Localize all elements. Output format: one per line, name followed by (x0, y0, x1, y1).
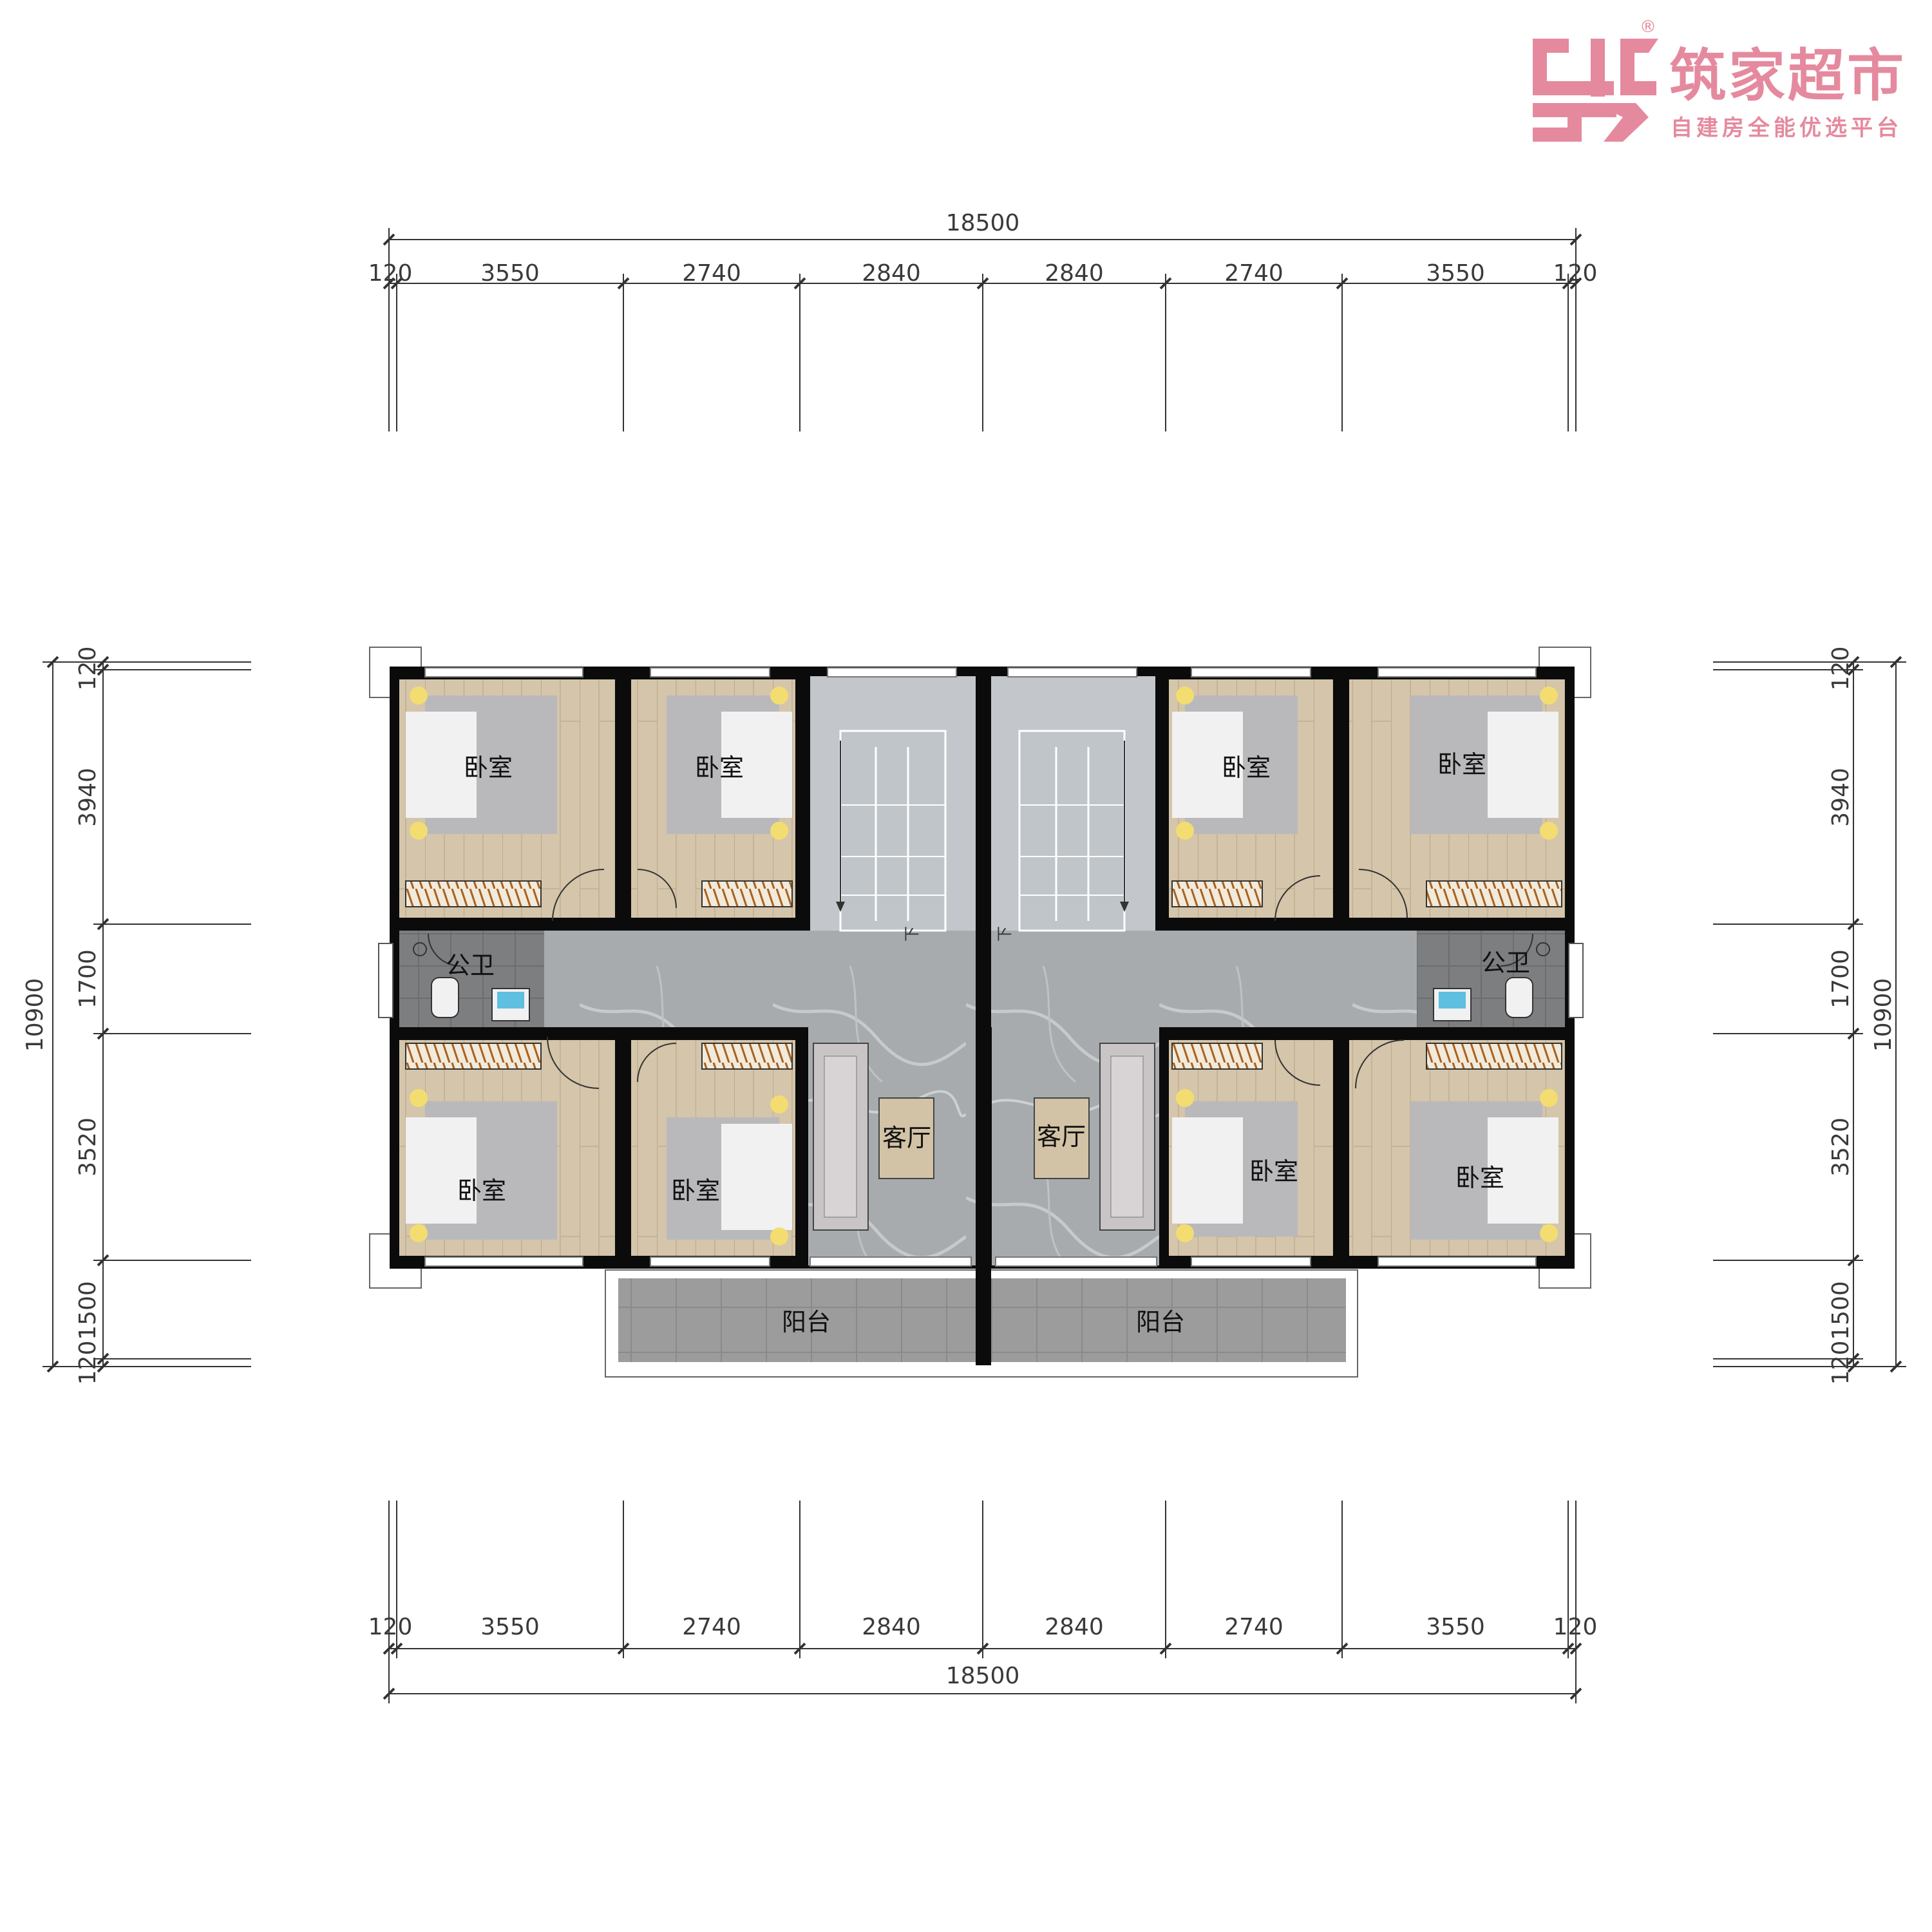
top-dim-segment: 2840 (1045, 260, 1104, 287)
right-dim-segment: 1500 (1828, 1281, 1854, 1340)
bathroom-west (378, 931, 544, 1027)
sofa-icon (813, 1043, 869, 1231)
bed-icon (667, 1095, 792, 1245)
top-dim-segment: 2840 (862, 260, 921, 287)
windows (424, 667, 1537, 1267)
room-label-bedroom: 卧室 (1249, 1157, 1298, 1186)
room-label-bedroom: 卧室 (695, 753, 744, 782)
left-dimension-chain (43, 656, 251, 1373)
bottom-dim-segment: 120 (368, 1614, 413, 1640)
left-dim-segment: 1700 (75, 949, 101, 1009)
brand-slogan: 自建房全能优选平台 (1671, 115, 1902, 141)
room-label-bedroom: 卧室 (1437, 750, 1486, 779)
brand-logo: ® 筑家超市 自建房全能优选平台 (1533, 17, 1906, 142)
coffee-table-icon (1034, 1097, 1090, 1179)
toilet-icon (431, 977, 459, 1018)
bed-icon (406, 687, 557, 840)
bed-icon (1410, 1089, 1558, 1242)
room-label-bedroom: 卧室 (1222, 753, 1271, 782)
right-dim-segment: 3520 (1828, 1117, 1854, 1177)
staircase-east (989, 676, 1155, 932)
room-label-balcony: 阳台 (782, 1308, 831, 1336)
bed-icon (1410, 687, 1558, 840)
doors (428, 869, 1533, 1089)
wardrobes (405, 880, 1562, 1070)
top-dim-segment: 2740 (682, 260, 741, 287)
bottom-dim-segment: 3550 (480, 1614, 540, 1640)
room-label-bathroom: 公卫 (1481, 949, 1530, 977)
left-total-dimension: 10900 (22, 978, 48, 1052)
room-label-bathroom: 公卫 (446, 951, 495, 980)
left-dim-segment: 120 (75, 1341, 101, 1385)
bed-icon (1172, 687, 1298, 840)
bottom-dim-segment: 2740 (1224, 1614, 1283, 1640)
stair-down-mark-west: 下 (903, 926, 921, 942)
room-label-bedroom: 卧室 (671, 1177, 720, 1205)
bed-icon (667, 687, 792, 840)
brand-mark-icon (1533, 39, 1658, 142)
top-dimension-chain (383, 228, 1582, 431)
party-wall (976, 667, 991, 1272)
floor-drain-icon (1536, 942, 1550, 956)
room-label-balcony: 阳台 (1136, 1308, 1185, 1336)
bottom-total-dimension: 18500 (946, 1663, 1020, 1689)
right-dim-segment: 120 (1828, 1341, 1854, 1385)
top-dim-segment: 3550 (480, 260, 540, 287)
brand-name: 筑家超市 (1669, 43, 1906, 109)
bottom-dim-segment: 2840 (1045, 1614, 1104, 1640)
left-dim-segment: 1500 (75, 1281, 101, 1340)
stair-down-mark-east: 下 (996, 926, 1014, 942)
party-wall-balcony (976, 1272, 991, 1365)
left-dim-segment: 3520 (75, 1117, 101, 1177)
top-dim-segment: 3550 (1426, 260, 1485, 287)
right-dimension-chain (1713, 656, 1906, 1373)
coffee-table-icon (878, 1097, 934, 1179)
bottom-dim-segment: 3550 (1426, 1614, 1485, 1640)
room-label-bedroom: 卧室 (464, 753, 513, 782)
bottom-dim-segment: 120 (1553, 1614, 1598, 1640)
staircase-west (810, 676, 976, 932)
bed-icon (406, 1089, 557, 1242)
right-dim-segment: 3940 (1828, 768, 1854, 827)
bathroom-east (1417, 931, 1584, 1027)
right-total-dimension: 10900 (1870, 978, 1897, 1052)
right-dim-segment: 120 (1828, 647, 1854, 691)
top-total-dimension: 18500 (946, 210, 1020, 236)
sofa-icon (1099, 1043, 1155, 1231)
top-dim-segment: 120 (1553, 260, 1598, 287)
toilet-icon (1505, 977, 1533, 1018)
right-dim-segment: 1700 (1828, 949, 1854, 1009)
left-dim-segment: 3940 (75, 768, 101, 827)
bed-icon (1172, 1089, 1298, 1242)
left-dim-segment: 120 (75, 647, 101, 691)
room-label-living-room: 客厅 (1037, 1122, 1086, 1151)
bottom-dim-segment: 2840 (862, 1614, 921, 1640)
room-label-bedroom: 卧室 (457, 1177, 506, 1205)
bottom-dimension-chain (383, 1501, 1582, 1703)
room-label-bedroom: 卧室 (1455, 1164, 1504, 1192)
top-dim-segment: 120 (368, 260, 413, 287)
bottom-dim-segment: 2740 (682, 1614, 741, 1640)
top-dim-segment: 2740 (1224, 260, 1283, 287)
brand-registered-mark: ® (1640, 17, 1656, 37)
floor-drain-icon (413, 942, 427, 956)
room-label-living-room: 客厅 (882, 1124, 931, 1152)
